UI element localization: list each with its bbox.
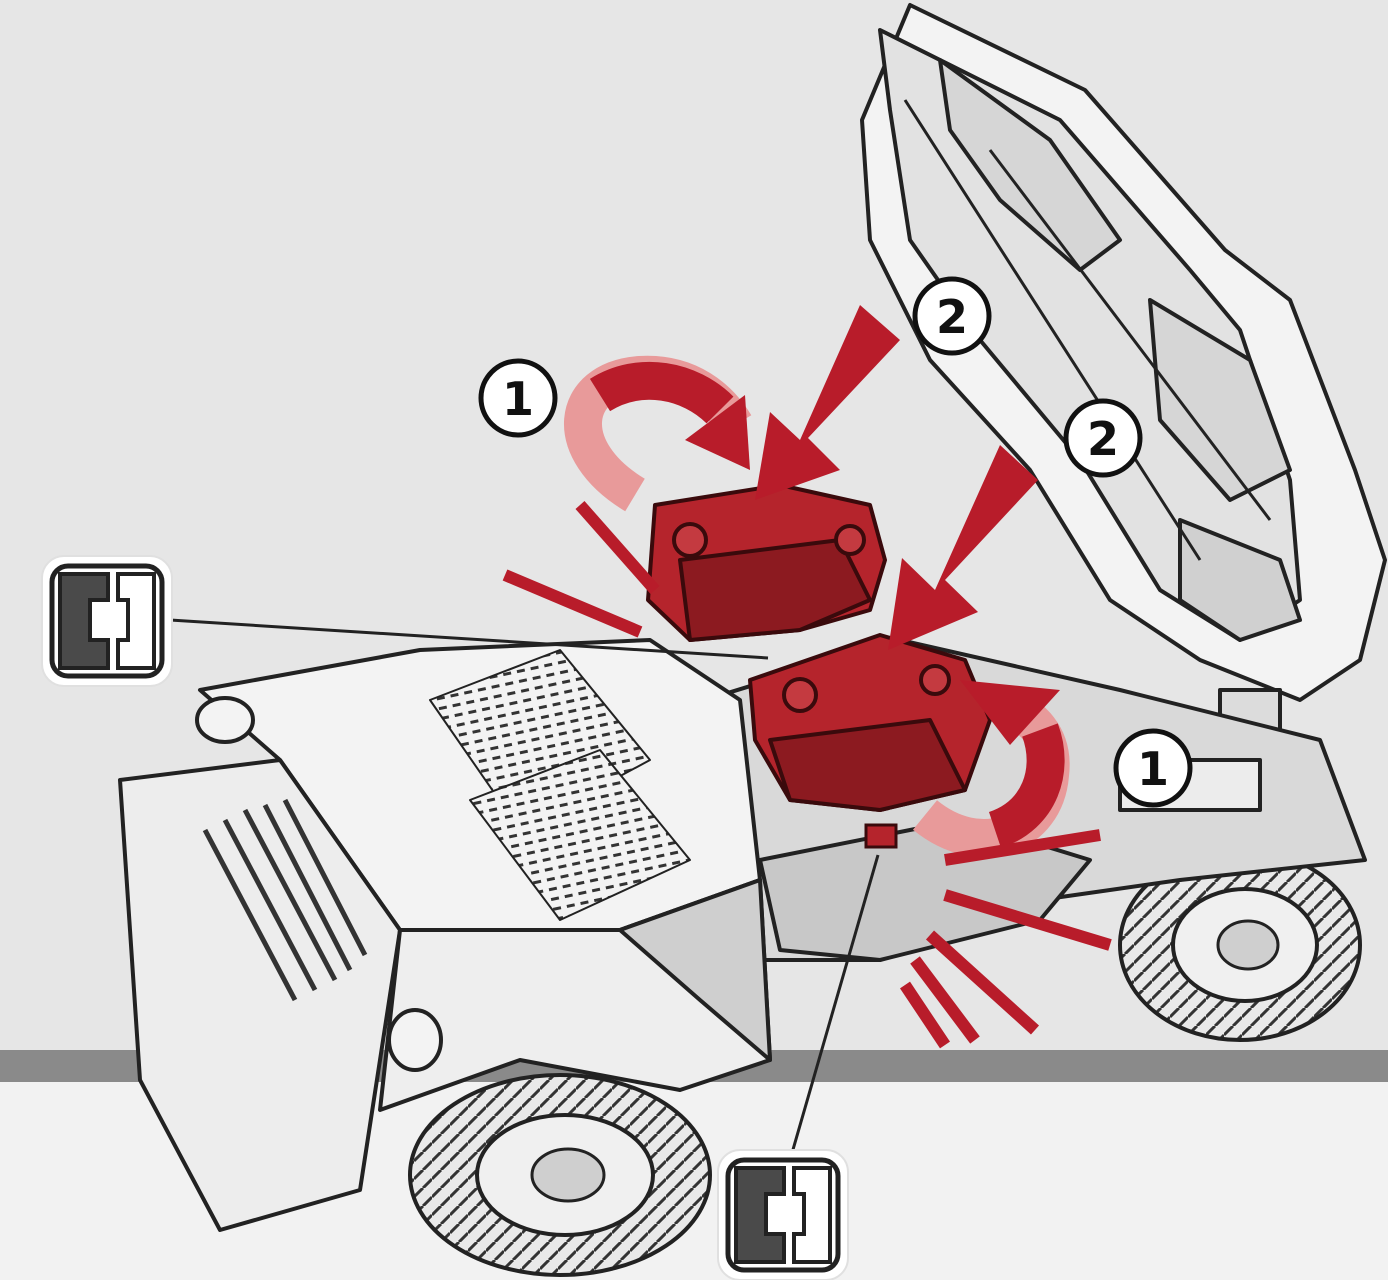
- part-c-icon-bottom: C: [717, 1149, 849, 1280]
- red-part-lower: [748, 633, 992, 812]
- push-arrow-middle: [888, 445, 1038, 650]
- red-tab: [864, 823, 898, 849]
- rear-wheel: [1118, 848, 1362, 1042]
- front-wheel: [408, 1073, 712, 1277]
- step-marker-2-middle: 2: [1063, 398, 1143, 478]
- rotate-arrow-left: [564, 355, 752, 512]
- rear-cabin-raised: [860, 3, 1387, 734]
- red-part-upper: [646, 483, 887, 642]
- svg-text:2: 2: [936, 290, 968, 344]
- svg-text:2: 2: [1087, 412, 1119, 466]
- svg-text:1: 1: [1137, 742, 1169, 796]
- callout-leader-bottom: [788, 854, 880, 1161]
- step-marker-2-top: 2: [912, 276, 992, 356]
- part-c-icon-left: C: [41, 555, 173, 687]
- step-marker-1-right: 1: [1113, 728, 1193, 808]
- svg-text:1: 1: [502, 372, 534, 426]
- front-vehicle-body: [118, 638, 772, 1232]
- push-arrow-top: [755, 305, 900, 500]
- snap-lines-left: [502, 501, 660, 638]
- step-marker-1-left: 1: [478, 358, 558, 438]
- callout-leader-left: [169, 618, 769, 660]
- snap-lines-right: [900, 829, 1112, 1049]
- rotate-arrow-right: [912, 680, 1070, 857]
